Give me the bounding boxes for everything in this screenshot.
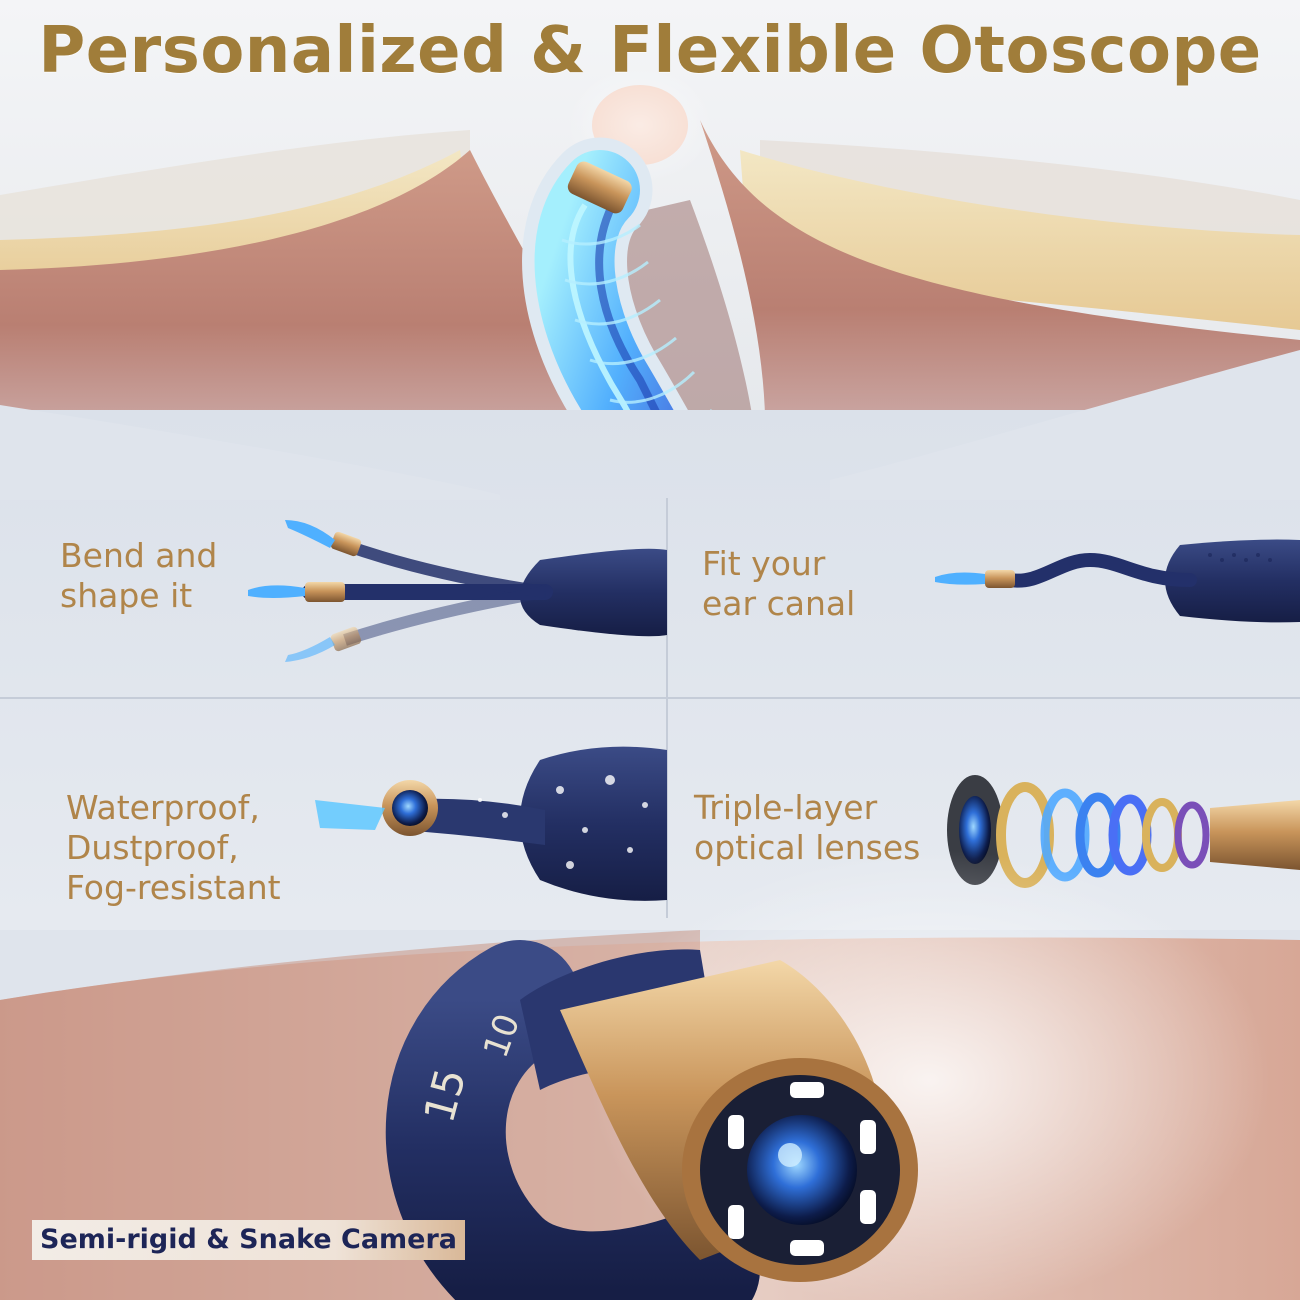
feature-line: Fog-resistant bbox=[66, 868, 281, 907]
feature-line: Dustproof, bbox=[66, 828, 239, 867]
feature-line: shape it bbox=[60, 576, 193, 615]
page-title: Personalized & Flexible Otoscope bbox=[38, 14, 1262, 88]
feature-line: ear canal bbox=[702, 584, 856, 623]
feature-fit-canal: Fit your ear canal bbox=[702, 544, 855, 624]
bend-shape-illustration bbox=[248, 520, 667, 662]
feature-line: Waterproof, bbox=[66, 788, 260, 827]
feature-line: Bend and bbox=[60, 536, 218, 575]
feature-lenses: Triple-layer optical lenses bbox=[694, 788, 920, 868]
feature-line: Triple-layer bbox=[694, 788, 878, 827]
feature-bend-shape: Bend and shape it bbox=[60, 536, 217, 616]
caption-banner: Semi-rigid & Snake Camera bbox=[32, 1220, 466, 1260]
waterproof-illustration bbox=[315, 746, 667, 901]
feature-line: Fit your bbox=[702, 544, 826, 583]
camera-cable bbox=[385, 940, 760, 1300]
feature-line: optical lenses bbox=[694, 828, 921, 867]
camera-lens bbox=[747, 1115, 857, 1225]
fit-canal-illustration bbox=[935, 539, 1300, 623]
led-ring bbox=[728, 1082, 876, 1256]
feature-waterproof: Waterproof, Dustproof, Fog-resistant bbox=[66, 788, 281, 908]
